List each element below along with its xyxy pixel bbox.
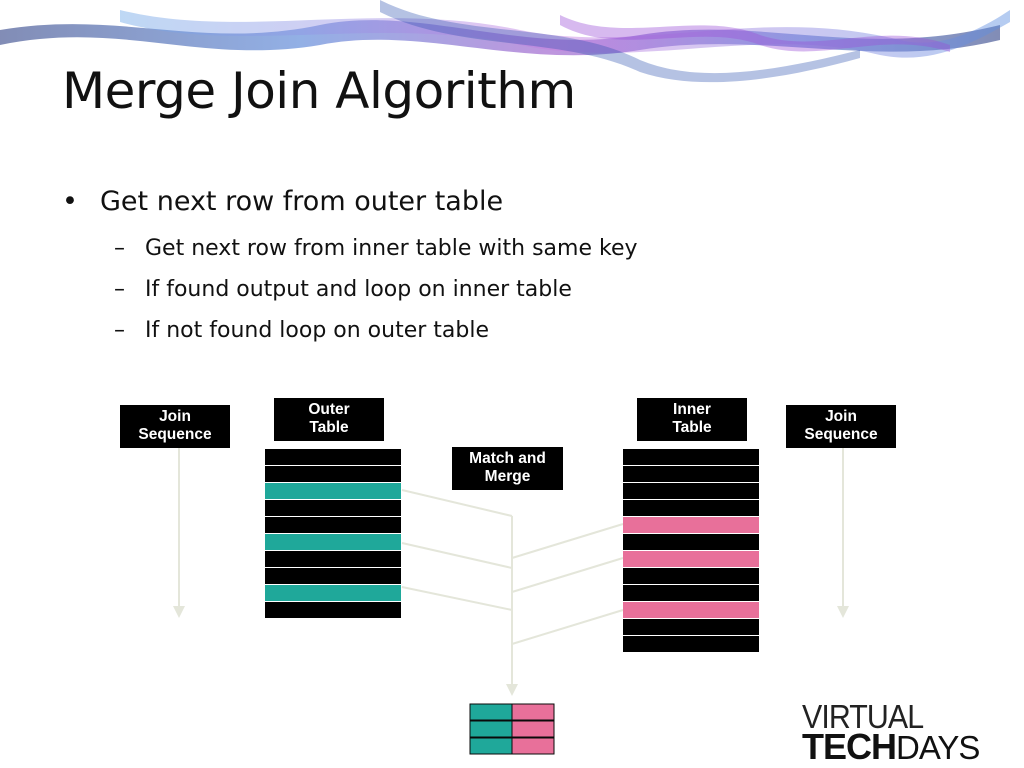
outer-connector xyxy=(401,489,513,517)
outer-table-row-highlighted xyxy=(265,483,401,499)
label-line: Sequence xyxy=(804,426,878,443)
logo-line1: VIRTUAL xyxy=(802,698,924,735)
outer-table-row xyxy=(265,551,401,567)
outer-connector xyxy=(401,586,513,611)
inner-table-row-highlighted xyxy=(623,602,759,618)
sub-bullet-text: If not found loop on outer table xyxy=(145,318,490,343)
inner-table-row-highlighted xyxy=(623,551,759,567)
sub-bullet-text: Get next row from inner table with same … xyxy=(145,236,638,261)
logo-line2: TECHDAYS xyxy=(802,726,980,768)
inner-table-row-highlighted xyxy=(623,517,759,533)
sub-bullet-marker: – xyxy=(114,277,125,302)
inner-table-row xyxy=(623,483,759,499)
outer-table-row-highlighted xyxy=(265,534,401,550)
outer-table-row xyxy=(265,466,401,482)
slide-title: Merge Join Algorithm xyxy=(62,62,576,120)
label-line: Inner xyxy=(673,401,711,418)
outer-table xyxy=(265,449,401,618)
inner-table-row xyxy=(623,568,759,584)
result-table xyxy=(469,703,555,755)
inner-table-row xyxy=(623,449,759,465)
label-line: Join xyxy=(159,408,191,425)
inner-table-row xyxy=(623,500,759,516)
outer-table-row xyxy=(265,449,401,465)
label-line: Outer xyxy=(308,401,350,418)
result-inner-cell xyxy=(511,737,555,755)
right-join-sequence-label: Join Sequence xyxy=(786,405,896,448)
result-inner-cell xyxy=(511,703,555,721)
label-line: Match and xyxy=(469,450,546,467)
inner-connector xyxy=(511,523,624,559)
outer-table-row-highlighted xyxy=(265,585,401,601)
sub-bullet-text: If found output and loop on inner table xyxy=(145,277,572,302)
result-inner-cell xyxy=(511,720,555,738)
inner-connector xyxy=(511,609,624,645)
sub-bullet-marker: – xyxy=(114,318,125,343)
label-line: Merge xyxy=(484,468,531,485)
logo-tech: TECH xyxy=(802,726,897,767)
label-line: Table xyxy=(672,419,712,436)
logo-days: DAYS xyxy=(896,729,980,766)
outer-table-row xyxy=(265,500,401,516)
bullet-text: Get next row from outer table xyxy=(100,186,504,217)
left-join-sequence-label: Join Sequence xyxy=(120,405,230,448)
inner-table-row xyxy=(623,534,759,550)
outer-table-label: Outer Table xyxy=(274,398,384,441)
result-outer-cell xyxy=(469,703,513,721)
outer-table-row xyxy=(265,568,401,584)
outer-table-row xyxy=(265,602,401,618)
outer-connector xyxy=(401,542,513,569)
inner-table-row xyxy=(623,466,759,482)
virtual-techdays-logo: VIRTUAL TECHDAYS xyxy=(802,698,1024,767)
inner-connector xyxy=(511,557,624,593)
inner-table-row xyxy=(623,585,759,601)
match-merge-label: Match and Merge xyxy=(452,447,563,490)
label-line: Table xyxy=(309,419,349,436)
inner-table xyxy=(623,449,759,652)
inner-table-row xyxy=(623,636,759,652)
inner-table-row xyxy=(623,619,759,635)
outer-table-row xyxy=(265,517,401,533)
bullet-marker: • xyxy=(62,186,78,217)
label-line: Join xyxy=(825,408,857,425)
result-outer-cell xyxy=(469,737,513,755)
header-swirl-graphic xyxy=(0,0,1010,83)
inner-table-label: Inner Table xyxy=(637,398,747,441)
sub-bullet-marker: – xyxy=(114,236,125,261)
result-outer-cell xyxy=(469,720,513,738)
label-line: Sequence xyxy=(138,426,212,443)
